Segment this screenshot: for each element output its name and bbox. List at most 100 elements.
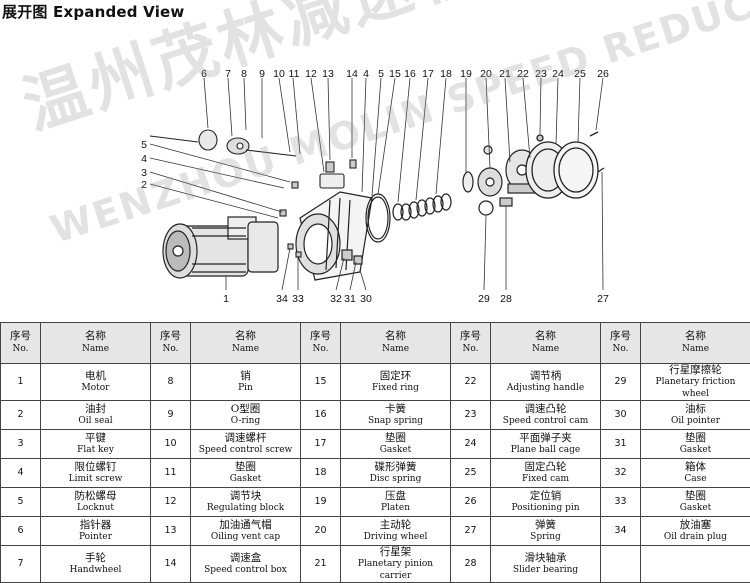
part-name-cn: 手轮 (41, 552, 150, 564)
page-title: 展开图 Expanded View (2, 1, 184, 22)
part-number: 4 (1, 459, 41, 488)
part-name-cn: 弹簧 (491, 519, 600, 531)
part-name-cn: 电机 (41, 370, 150, 382)
part-number: 25 (451, 459, 491, 488)
part-number: 2 (1, 401, 41, 430)
callout-4-left: 4 (141, 153, 147, 165)
part-name-en: Gasket (641, 444, 750, 456)
part-name-cn: 行星架 (341, 546, 450, 558)
part-name-cn: 调速盒 (191, 552, 300, 564)
part-name-en: Gasket (341, 444, 450, 456)
callout-15: 15 (389, 68, 401, 80)
part-name-en: Speed control box (191, 564, 300, 576)
callout-17: 17 (422, 68, 434, 80)
callout-34: 34 (276, 293, 288, 305)
part-name-en: Fixed cam (491, 473, 600, 485)
rings (366, 194, 451, 242)
part-name-cn: 平面弹子夹 (491, 432, 600, 444)
callout-30: 30 (360, 293, 372, 305)
part-number: 13 (151, 517, 191, 546)
callout-19: 19 (460, 68, 472, 80)
part-name-cn: 定位销 (491, 490, 600, 502)
part-name-cn: 放油塞 (641, 519, 750, 531)
callout-28: 28 (500, 293, 512, 305)
callout-24: 24 (552, 68, 564, 80)
part-name-en: Gasket (191, 473, 300, 485)
part-name-cn: 行星摩擦轮 (641, 364, 750, 376)
part-number: 22 (451, 364, 491, 401)
part-number: 11 (151, 459, 191, 488)
part-number: 28 (451, 546, 491, 583)
part-name-en: Flat key (41, 444, 150, 456)
part-number: 33 (601, 488, 641, 517)
part-name-en: Driving wheel (341, 531, 450, 543)
part-number: 10 (151, 430, 191, 459)
callout-33: 33 (292, 293, 304, 305)
callout-31: 31 (344, 293, 356, 305)
part-number: 19 (301, 488, 341, 517)
part-name-en: Speed control cam (491, 415, 600, 427)
callout-25: 25 (574, 68, 586, 80)
part-name-en: Planetary friction wheel (641, 376, 750, 400)
callout-29: 29 (478, 293, 490, 305)
part-number: 12 (151, 488, 191, 517)
callout-10: 10 (273, 68, 285, 80)
part-name-cn: 垫圈 (641, 432, 750, 444)
part-number: 27 (451, 517, 491, 546)
part-number (601, 546, 641, 583)
callout-4-top: 4 (363, 68, 369, 80)
part-name-en: Adjusting handle (491, 382, 600, 394)
part-name-en: Pin (191, 382, 300, 394)
part-name-en: Regulating block (191, 502, 300, 514)
part-name-cn: 主动轮 (341, 519, 450, 531)
part-name-cn: 调节块 (191, 490, 300, 502)
part-name-en: Planetary pinion carrier (341, 558, 450, 582)
speed-control-box (320, 160, 356, 188)
part-name-cn: 销 (191, 370, 300, 382)
part-number: 31 (601, 430, 641, 459)
part-name-cn: 箱体 (641, 461, 750, 473)
callout-27: 27 (597, 293, 609, 305)
callout-1: 1 (223, 293, 229, 305)
callout-9: 9 (259, 68, 265, 80)
part-name-cn: 限位螺钉 (41, 461, 150, 473)
part-number: 18 (301, 459, 341, 488)
part-number: 32 (601, 459, 641, 488)
part-name-en: Limit screw (41, 473, 150, 485)
callout-14: 14 (346, 68, 358, 80)
part-name-cn: 碟形弹簧 (341, 461, 450, 473)
part-name-en: Speed control screw (191, 444, 300, 456)
part-name-cn: O型圈 (191, 403, 300, 415)
part-number: 16 (301, 401, 341, 430)
driving-wheel (463, 168, 512, 215)
part-name-en: Locknut (41, 502, 150, 514)
part-number: 15 (301, 364, 341, 401)
part-name-cn: 调速螺杆 (191, 432, 300, 444)
part-number: 14 (151, 546, 191, 583)
part-name-cn: 压盘 (341, 490, 450, 502)
part-number: 7 (1, 546, 41, 583)
callout-16: 16 (404, 68, 416, 80)
